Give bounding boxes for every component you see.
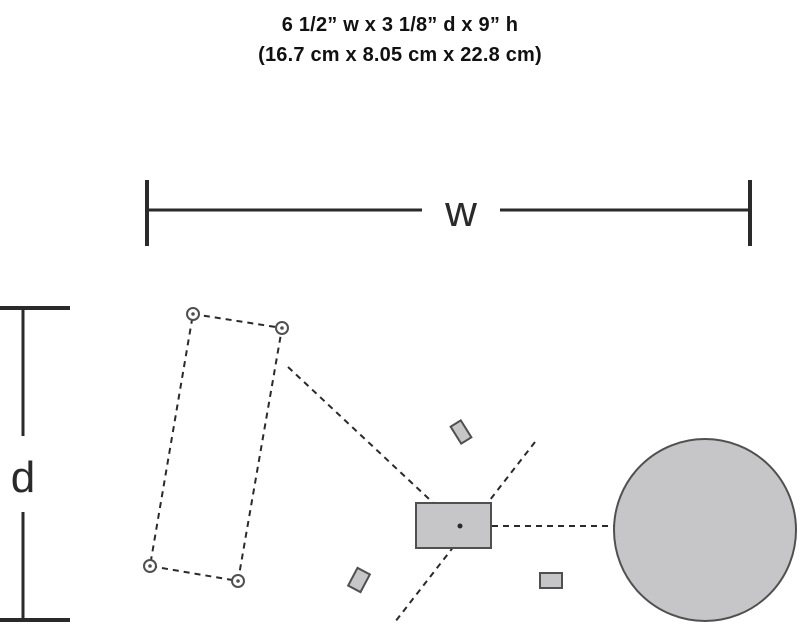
dashed-base-outline — [148, 312, 284, 583]
small-block-bottom-left — [346, 566, 372, 594]
center-rectangle-component — [415, 502, 492, 549]
dimensions-metric: (16.7 cm x 8.05 cm x 22.8 cm) — [258, 44, 542, 66]
dimensions-header: 6 1/2” w x 3 1/8” d x 9” h (16.7 cm x 8.… — [0, 10, 800, 70]
corner-marker — [275, 321, 289, 335]
small-block-top — [449, 418, 473, 446]
depth-label: d — [11, 453, 35, 502]
width-dimension: w — [145, 180, 752, 246]
depth-dimension: d — [0, 306, 70, 622]
corner-marker — [231, 574, 245, 588]
large-circle-component — [613, 438, 797, 622]
dimensions-imperial: 6 1/2” w x 3 1/8” d x 9” h — [281, 14, 519, 36]
width-label: w — [444, 187, 477, 236]
corner-markers — [143, 307, 289, 588]
corner-marker — [143, 559, 157, 573]
corner-marker — [186, 307, 200, 321]
center-point — [457, 523, 463, 529]
small-block-bottom-right — [539, 572, 563, 589]
